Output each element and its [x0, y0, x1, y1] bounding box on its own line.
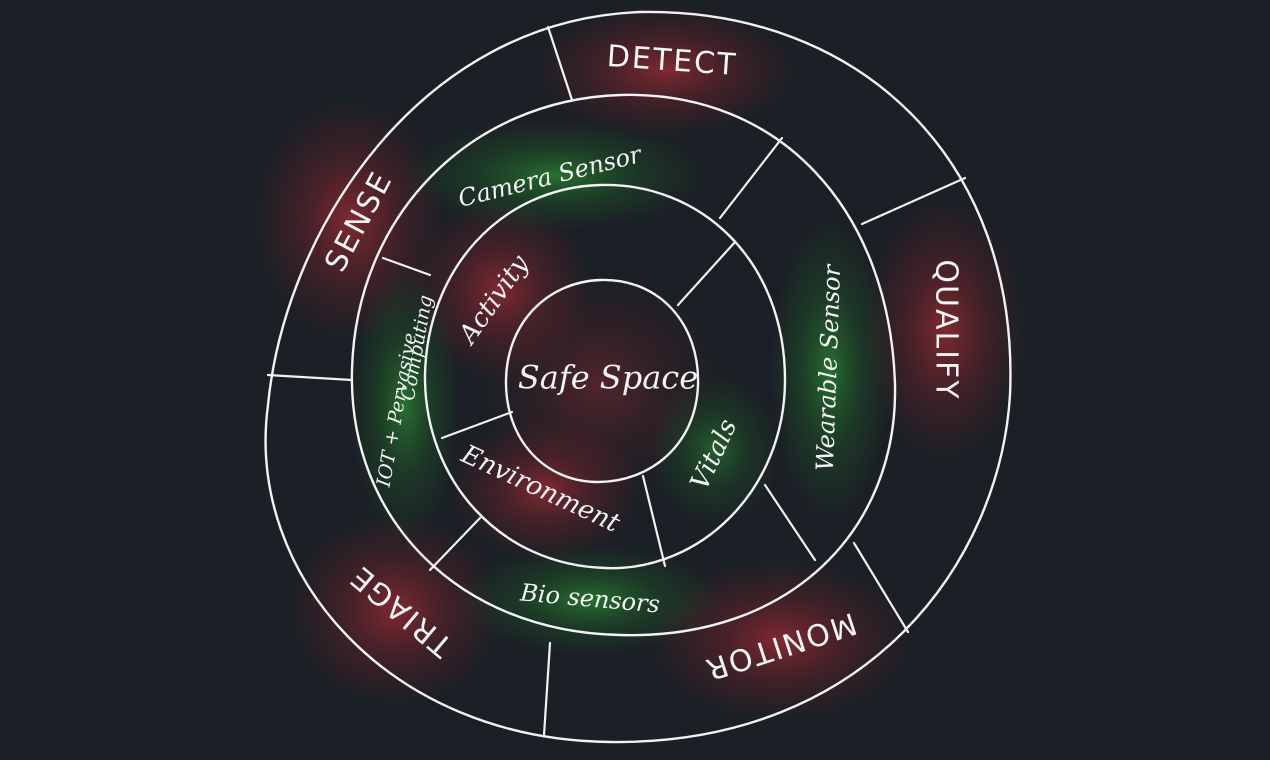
divider-middle-iot-bio	[428, 516, 482, 572]
inner-ring	[423, 183, 787, 570]
divider-outer-triage-monitor	[542, 641, 552, 737]
glow-wearable	[770, 220, 890, 520]
glow-qualify	[865, 200, 1025, 460]
divider-outer-monitor-right	[852, 541, 910, 634]
glow-iot	[350, 270, 460, 540]
divider-middle-wearable-bio	[763, 483, 817, 562]
divider-outer-sense-triage	[266, 373, 354, 382]
divider-outer-detect-right	[860, 176, 967, 226]
glow-bio	[460, 545, 720, 655]
stage-label-qualify: QUALIFY	[929, 259, 964, 400]
glow-detect	[535, 5, 795, 135]
divider-inner-activity-environment	[440, 410, 514, 440]
divider-outer-detect-left	[546, 25, 574, 102]
glow-camera	[405, 120, 705, 230]
core-label-safe-space: Safe Space	[518, 359, 698, 397]
core-ring	[504, 278, 700, 484]
divider-inner-environment-vitals	[641, 474, 667, 568]
glow-vitals	[650, 375, 780, 525]
glows	[255, 5, 1025, 720]
middle-ring	[350, 93, 897, 637]
divider-inner-activity-vitals	[676, 240, 737, 307]
outer-ring	[264, 10, 1012, 744]
divider-middle-camera-wearable	[718, 136, 784, 220]
dividers	[266, 25, 967, 737]
divider-middle-camera-iot	[381, 256, 432, 277]
glow-triage	[290, 515, 500, 705]
